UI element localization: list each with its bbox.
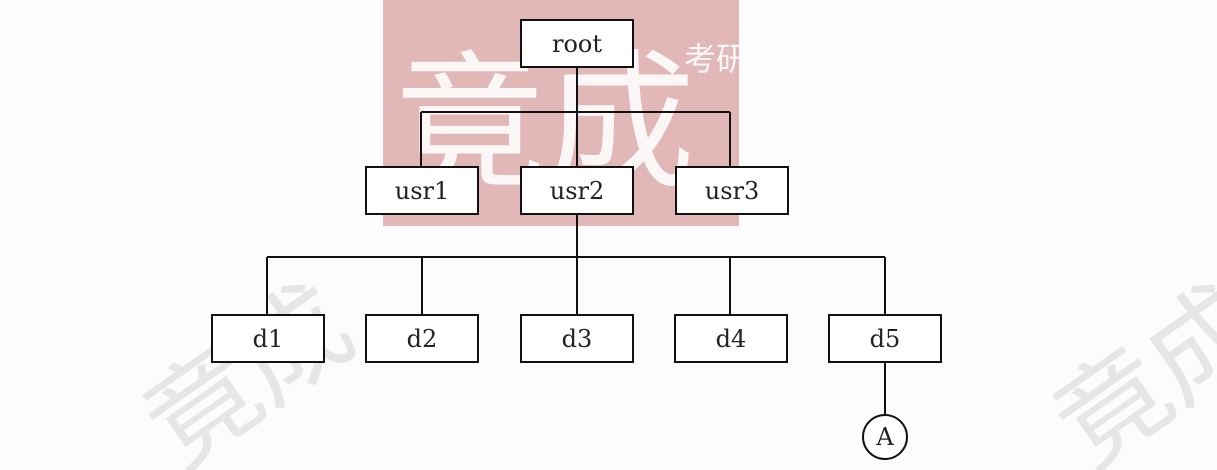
node-a-label: A: [875, 423, 894, 451]
node-usr2-box: [520, 166, 634, 215]
node-d5: d5: [828, 314, 942, 363]
node-root-box: [520, 19, 634, 68]
node-usr2-label: usr2: [550, 177, 605, 205]
node-d3: d3: [520, 314, 634, 363]
node-root: root: [520, 19, 634, 68]
node-d3-label: d3: [562, 325, 593, 353]
node-a: A: [862, 414, 908, 460]
faint-watermark: 竟成 竟成: [121, 260, 1217, 470]
node-d2-label: d2: [407, 325, 438, 353]
node-d1: d1: [211, 314, 325, 363]
node-usr3-label: usr3: [705, 177, 760, 205]
node-usr1: usr1: [365, 166, 479, 215]
node-d5-box: [828, 314, 942, 363]
node-d3-box: [520, 314, 634, 363]
node-d1-box: [211, 314, 325, 363]
node-d2-box: [365, 314, 479, 363]
node-d4-box: [674, 314, 788, 363]
edges: [266, 68, 886, 415]
watermark-badge-text: 考研: [684, 40, 748, 78]
node-d4: d4: [674, 314, 788, 363]
faint-watermark-text-right: 竟成: [1031, 260, 1217, 470]
node-root-label: root: [552, 30, 602, 58]
node-d1-label: d1: [253, 325, 284, 353]
node-d5-label: d5: [870, 325, 901, 353]
node-usr1-box: [365, 166, 479, 215]
node-d4-label: d4: [716, 325, 747, 353]
node-usr3-box: [675, 166, 789, 215]
node-usr1-label: usr1: [395, 177, 450, 205]
node-usr2: usr2: [520, 166, 634, 215]
faint-watermark-text-left: 竟成: [121, 260, 375, 470]
node-usr3: usr3: [675, 166, 789, 215]
node-d2: d2: [365, 314, 479, 363]
node-a-circle: [862, 414, 908, 460]
